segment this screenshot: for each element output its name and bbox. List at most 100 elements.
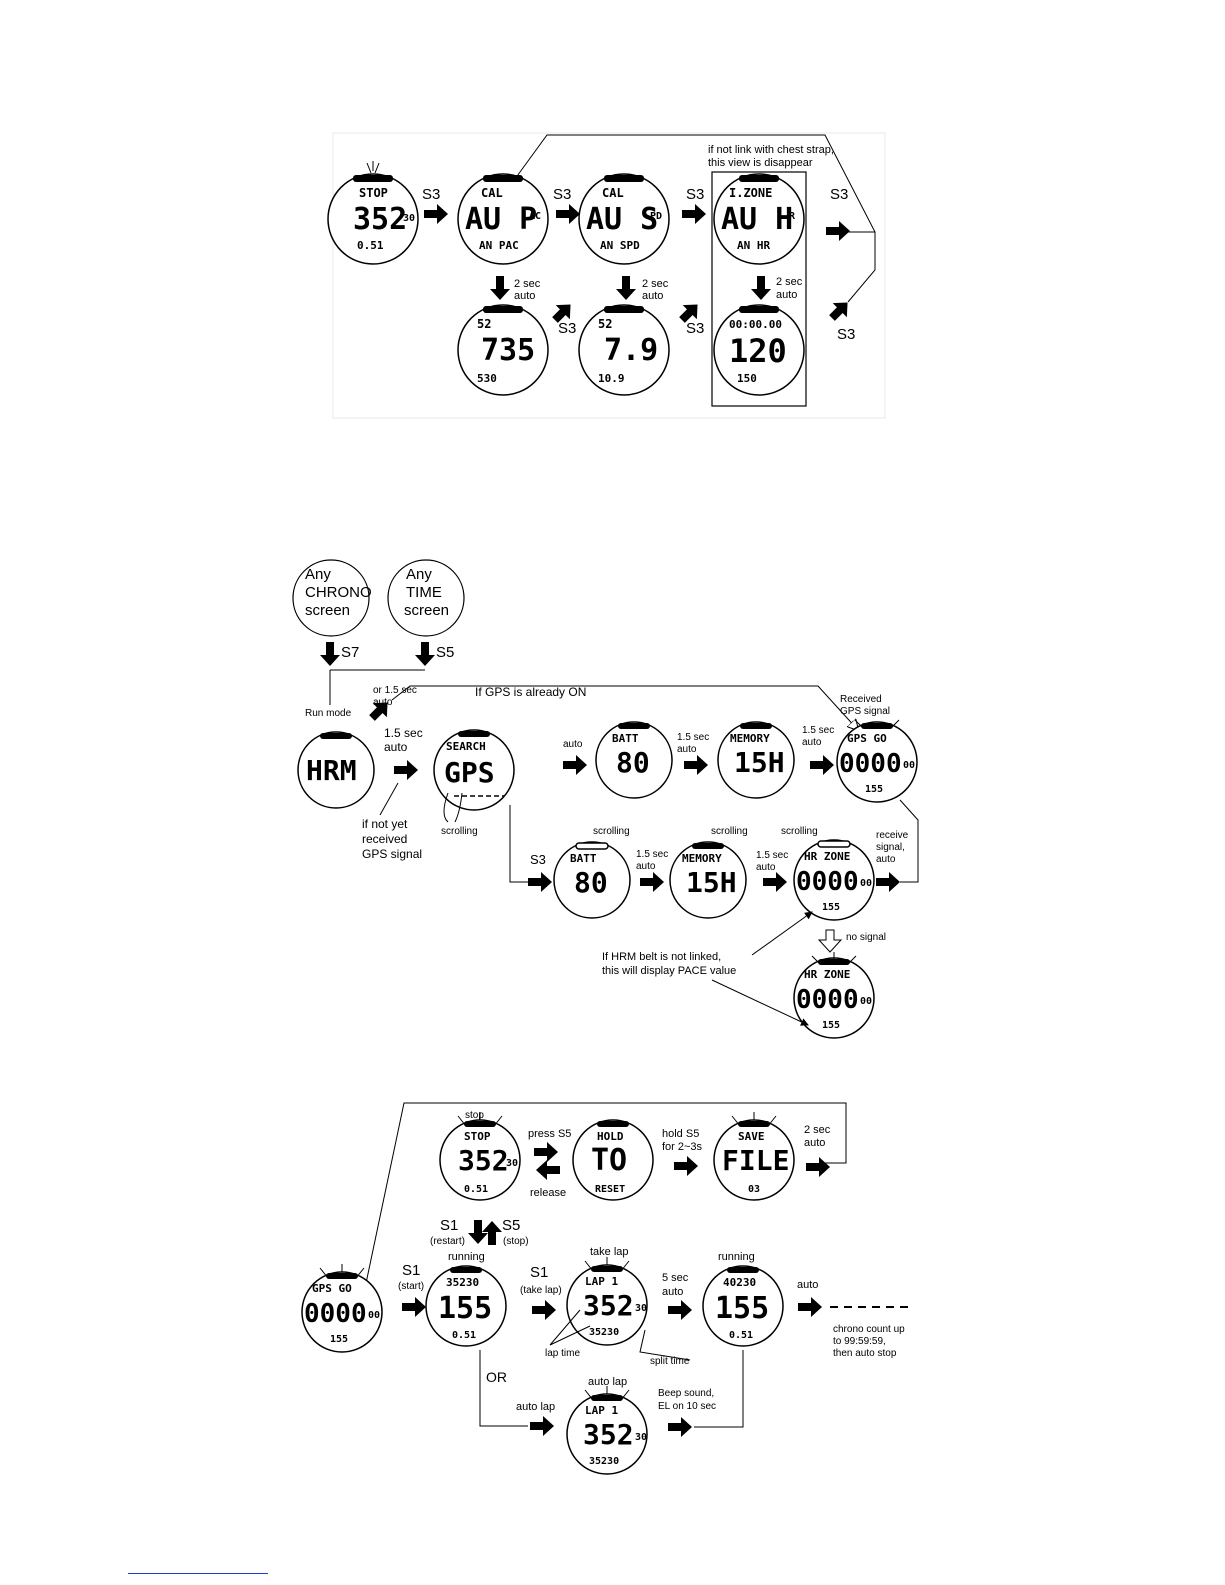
svg-text:0.51: 0.51	[729, 1330, 753, 1341]
svg-text:Any: Any	[305, 566, 331, 583]
svg-text:GPS signal: GPS signal	[362, 847, 422, 861]
svg-text:10.9: 10.9	[598, 372, 625, 385]
svg-text:auto: auto	[876, 854, 896, 865]
svg-text:scrolling: scrolling	[711, 826, 748, 837]
svg-text:(start): (start)	[398, 1281, 424, 1292]
svg-text:00: 00	[860, 996, 872, 1007]
svg-text:0000: 0000	[796, 867, 859, 897]
svg-text:CHRONO: CHRONO	[305, 584, 372, 601]
svg-text:if not yet: if not yet	[362, 817, 408, 831]
svg-text:S3: S3	[530, 852, 546, 867]
svg-text:auto: auto	[563, 739, 583, 750]
svg-text:I.ZONE: I.ZONE	[729, 186, 772, 200]
svg-text:HRM: HRM	[306, 754, 357, 787]
svg-text:GPS signal: GPS signal	[840, 706, 890, 717]
svg-text:7.9: 7.9	[604, 333, 658, 368]
s3-label: S3	[422, 186, 440, 203]
svg-text:S5: S5	[436, 644, 454, 661]
svg-text:52: 52	[598, 317, 612, 331]
svg-text:split time: split time	[650, 1356, 690, 1367]
svg-text:S3: S3	[837, 326, 855, 343]
svg-text:auto: auto	[384, 740, 408, 754]
svg-text:00: 00	[903, 760, 915, 771]
watch-hr-zone-2: HR ZONE 0000 00 155	[793, 952, 875, 1039]
svg-text:auto: auto	[662, 1286, 683, 1298]
svg-text:S1: S1	[402, 1262, 420, 1279]
svg-text:TIME: TIME	[406, 584, 442, 601]
return-line-1	[511, 134, 876, 303]
footer-link-underline	[128, 1573, 268, 1574]
watch-stop: STOP 352 30 0.51	[327, 161, 419, 265]
svg-text:HR ZONE: HR ZONE	[804, 968, 850, 981]
svg-text:auto: auto	[677, 744, 697, 755]
svg-text:auto: auto	[756, 862, 776, 873]
svg-text:auto lap: auto lap	[588, 1376, 627, 1388]
svg-text:MEMORY: MEMORY	[682, 852, 722, 865]
svg-text:0000: 0000	[839, 749, 902, 779]
section-1-frame	[332, 132, 886, 419]
chest-strap-note-line1: if not link with chest strap,	[708, 144, 834, 156]
svg-text:screen: screen	[305, 602, 350, 619]
svg-text:scrolling: scrolling	[781, 826, 818, 837]
svg-text:auto: auto	[776, 289, 797, 301]
svg-text:press S5: press S5	[528, 1128, 571, 1140]
svg-text:lap time: lap time	[545, 1348, 580, 1359]
svg-text:auto: auto	[373, 697, 393, 708]
svg-text:Any: Any	[406, 566, 432, 583]
svg-text:S1: S1	[530, 1264, 548, 1281]
svg-text:S5: S5	[502, 1217, 520, 1234]
svg-text:1.5 sec: 1.5 sec	[802, 725, 834, 736]
svg-text:auto: auto	[642, 290, 663, 302]
svg-text:CAL: CAL	[602, 186, 624, 200]
svg-text:30: 30	[506, 1158, 518, 1169]
svg-text:auto lap: auto lap	[516, 1401, 555, 1413]
svg-text:120: 120	[729, 332, 787, 370]
svg-text:AU H: AU H	[721, 202, 793, 237]
watch-take-lap: LAP 1 352 30 35230	[566, 1257, 648, 1346]
svg-text:352: 352	[583, 1289, 634, 1322]
svg-text:running: running	[448, 1251, 485, 1263]
svg-text:2 sec: 2 sec	[514, 278, 541, 290]
svg-text:S3: S3	[830, 186, 848, 203]
svg-text:155: 155	[438, 1291, 492, 1326]
svg-text:15H: 15H	[686, 866, 737, 899]
svg-text:15H: 15H	[734, 746, 785, 779]
svg-text:Run mode: Run mode	[305, 708, 352, 719]
svg-text:(take lap): (take lap)	[520, 1285, 562, 1296]
svg-text:Received: Received	[840, 694, 882, 705]
watch-speed: 52 7.9 10.9	[578, 304, 670, 396]
chest-strap-box	[711, 171, 807, 407]
svg-text:auto: auto	[804, 1137, 825, 1149]
svg-text:AN SPD: AN SPD	[600, 239, 640, 252]
watch-running-2: 40230 155 0.51	[702, 1265, 784, 1347]
svg-text:AN HR: AN HR	[737, 239, 770, 252]
svg-text:03: 03	[748, 1184, 760, 1195]
svg-text:or 1.5 sec: or 1.5 sec	[373, 685, 417, 696]
svg-text:2 sec: 2 sec	[776, 276, 803, 288]
svg-text:2 sec: 2 sec	[804, 1124, 831, 1136]
svg-text:hold S5: hold S5	[662, 1128, 699, 1140]
svg-text:735: 735	[481, 333, 535, 368]
watch-stop-3: STOP 352 30 0.51	[439, 1112, 521, 1201]
svg-text:stop: stop	[465, 1110, 484, 1121]
svg-text:OR: OR	[486, 1369, 507, 1385]
svg-text:GPS GO: GPS GO	[312, 1282, 352, 1295]
svg-text:BATT: BATT	[612, 732, 639, 745]
svg-text:If GPS is already ON: If GPS is already ON	[475, 685, 586, 699]
svg-text:0.51: 0.51	[464, 1184, 488, 1195]
svg-text:receive: receive	[876, 830, 909, 841]
svg-text:If HRM belt is not linked,: If HRM belt is not linked,	[602, 951, 721, 963]
svg-text:S3: S3	[558, 320, 576, 337]
watch-hold-reset: HOLD TO RESET	[572, 1119, 654, 1201]
svg-text:30: 30	[635, 1303, 647, 1314]
watch-memory-2: MEMORY 15H	[669, 841, 747, 919]
svg-text:scrolling: scrolling	[441, 826, 478, 837]
svg-text:GPS GO: GPS GO	[847, 732, 887, 745]
watch-batt: BATT 80	[595, 721, 673, 799]
watch-top-text: STOP	[359, 186, 388, 200]
svg-text:screen: screen	[404, 602, 449, 619]
watch-memory: MEMORY 15H	[717, 721, 795, 799]
svg-text:0000: 0000	[304, 1299, 367, 1329]
watch-save-file: SAVE FILE 03	[713, 1112, 795, 1201]
